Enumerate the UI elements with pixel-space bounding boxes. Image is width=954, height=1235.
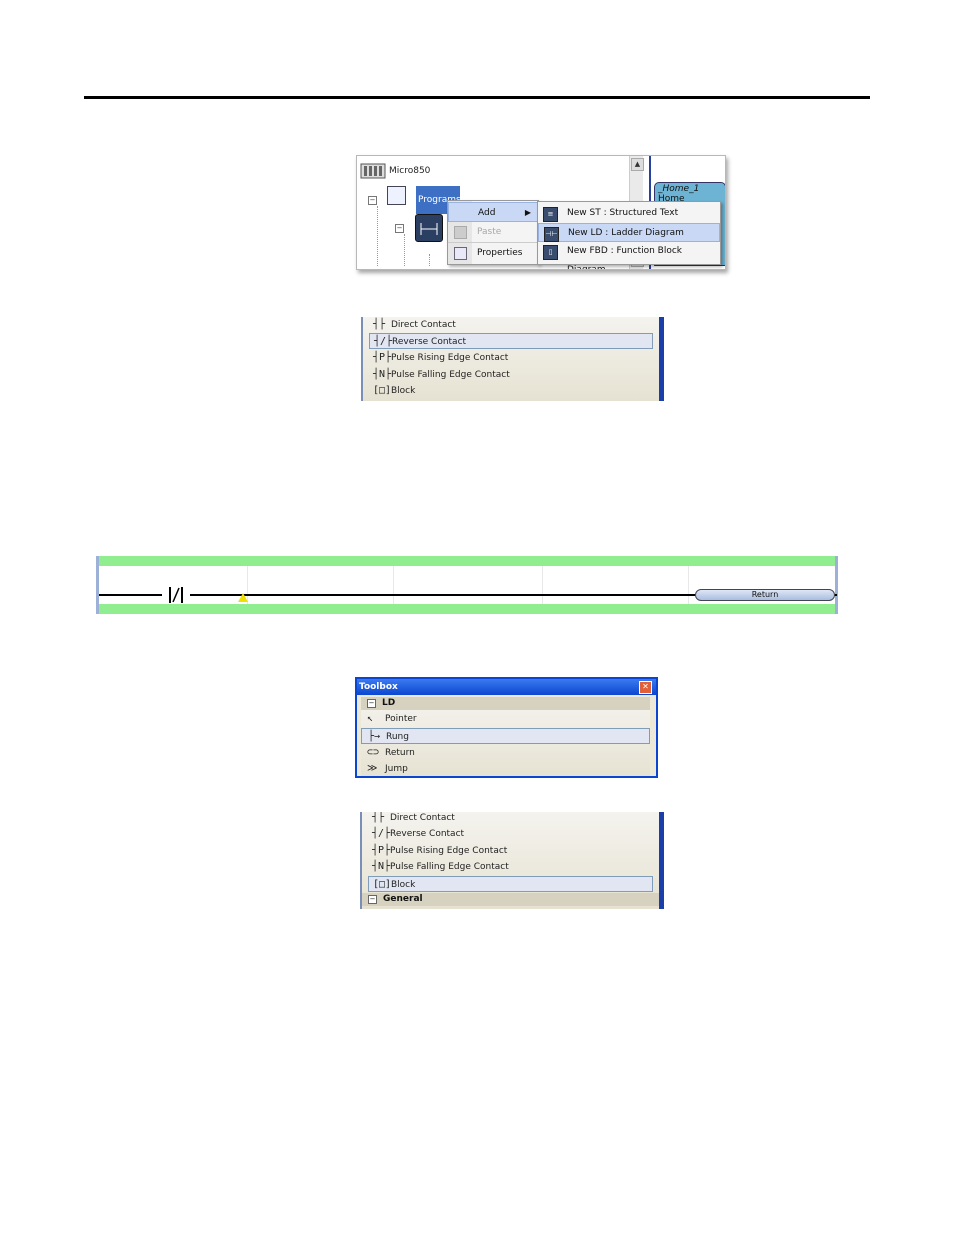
context-menu: Add ▶ Paste Properties (447, 200, 539, 265)
add-submenu: ≡ New ST : Structured Text ⊣⊢ New LD : L… (537, 201, 721, 269)
toolbox-item-block[interactable]: [□] Block (368, 876, 653, 892)
toolbox-window: Toolbox ✕ − LD ↖ Pointer ├→ Rung ⊂⊃ Retu… (355, 677, 658, 778)
fbd-icon: ▯ (543, 245, 558, 260)
menu-item-paste[interactable]: Paste (448, 222, 538, 242)
toolbox-item-block[interactable]: [□] Block (363, 383, 659, 399)
properties-icon (454, 247, 467, 260)
toolbox-item-rung[interactable]: ├→ Rung (361, 728, 650, 744)
tree-guide-line-3 (429, 254, 431, 266)
rung-bottom-band (99, 604, 835, 614)
toolbox-body: − LD ↖ Pointer ├→ Rung ⊂⊃ Return ≫ Jump (361, 697, 650, 776)
reverse-contact-icon: ┤/├ (374, 336, 393, 347)
reverse-contact-icon: ┤/├ (372, 828, 391, 839)
toolbox-item-pulse-rising[interactable]: ┤P├ Pulse Rising Edge Contact (363, 350, 659, 366)
return-icon: ⊂⊃ (367, 747, 380, 758)
toolbox-item-direct-contact[interactable]: ┤├ Direct Contact (362, 812, 659, 826)
collapse-icon[interactable]: − (368, 895, 377, 904)
pulse-falling-contact-icon: ┤N├ (372, 861, 391, 872)
toolbox-titlebar[interactable]: Toolbox ✕ (357, 679, 656, 695)
ladder-rung[interactable]: Return (96, 556, 838, 614)
programs-label: Programs (418, 195, 461, 205)
home-tab-title: _Home_1 (658, 184, 700, 194)
toolbox-category-general[interactable]: − General (362, 893, 659, 906)
menu-item-properties[interactable]: Properties (448, 242, 538, 263)
pulse-falling-contact-icon: ┤N├ (373, 369, 392, 380)
rung-top-band (99, 556, 835, 566)
rung-wire-end (833, 594, 837, 596)
toolbox-item-return[interactable]: ⊂⊃ Return (361, 745, 650, 761)
project-organizer-screenshot: Micro850 − Programs − ▲ ▼ _Home_1 Home A… (356, 155, 726, 270)
tree-guide-line (377, 206, 379, 266)
reverse-contact-element[interactable] (162, 585, 190, 605)
submenu-item-new-ld[interactable]: ⊣⊢ New LD : Ladder Diagram (538, 223, 720, 242)
toolbox-item-direct-contact[interactable]: ┤├ Direct Contact (363, 317, 659, 333)
submenu-item-new-fbd[interactable]: ▯ New FBD : Function Block Diagram (538, 242, 720, 269)
tree-collapse-icon-2[interactable]: − (395, 224, 404, 233)
controller-icon (360, 162, 386, 180)
block-icon: [□] (373, 385, 392, 396)
return-element[interactable]: Return (695, 589, 835, 601)
header-rule (84, 96, 870, 99)
toolbox-contacts-panel-1: ┤├ Direct Contact ┤/├ Reverse Contact ┤P… (361, 317, 664, 401)
tree-guide-line-2 (404, 234, 406, 266)
tree-collapse-icon[interactable]: − (368, 196, 377, 205)
grid-line (542, 566, 543, 604)
tree-root-label[interactable]: Micro850 (389, 166, 431, 176)
grid-line (393, 566, 394, 604)
scroll-up-icon[interactable]: ▲ (631, 158, 644, 171)
st-icon: ≡ (543, 207, 558, 222)
pulse-rising-contact-icon: ┤P├ (372, 845, 391, 856)
grid-line (688, 566, 689, 604)
toolbox-item-pulse-falling[interactable]: ┤N├ Pulse Falling Edge Contact (363, 367, 659, 383)
rung-icon: ├→ (368, 731, 381, 742)
toolbox-item-pulse-falling[interactable]: ┤N├ Pulse Falling Edge Contact (362, 859, 659, 875)
ld-icon: ⊣⊢ (544, 227, 559, 242)
toolbox-item-reverse-contact[interactable]: ┤/├ Reverse Contact (369, 333, 653, 349)
toolbox-item-pointer[interactable]: ↖ Pointer (361, 711, 650, 727)
warning-icon (238, 593, 248, 602)
jump-icon: ≫ (367, 763, 378, 774)
submenu-item-new-st[interactable]: ≡ New ST : Structured Text (538, 204, 720, 223)
toolbox-item-pulse-rising[interactable]: ┤P├ Pulse Rising Edge Contact (362, 843, 659, 859)
toolbox-category-ld[interactable]: − LD (361, 697, 650, 710)
grid-line (247, 566, 248, 604)
toolbox-item-reverse-contact[interactable]: ┤/├ Reverse Contact (362, 826, 659, 842)
menu-item-add[interactable]: Add ▶ (448, 202, 538, 222)
submenu-arrow-icon: ▶ (524, 208, 531, 217)
rung-wire (99, 594, 695, 596)
direct-contact-icon: ┤├ (373, 319, 386, 330)
toolbox-item-jump[interactable]: ≫ Jump (361, 761, 650, 776)
pulse-rising-contact-icon: ┤P├ (373, 352, 392, 363)
paste-icon (454, 226, 467, 239)
home-tab-subtitle: Home (658, 194, 685, 204)
toolbox-title: Toolbox (359, 682, 398, 692)
ladder-program-icon (415, 214, 443, 242)
toolbox-contacts-panel-2: ┤├ Direct Contact ┤/├ Reverse Contact ┤P… (360, 812, 664, 909)
direct-contact-icon: ┤├ (372, 812, 385, 823)
close-icon[interactable]: ✕ (639, 681, 652, 694)
collapse-icon[interactable]: − (367, 699, 376, 708)
pointer-icon: ↖ (367, 713, 374, 724)
programs-folder-icon (387, 186, 406, 205)
block-icon: [□] (373, 879, 392, 890)
